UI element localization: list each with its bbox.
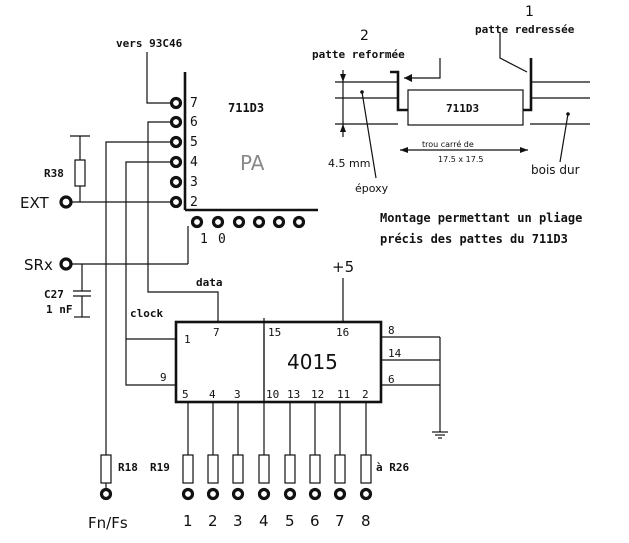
- pa-pin-label: 4: [190, 155, 198, 170]
- wire-data: [147, 121, 219, 322]
- r18-label: R18: [118, 461, 138, 474]
- data-label: data: [196, 276, 223, 289]
- r18-resistor: [100, 454, 112, 484]
- pa-pin-label: 3: [190, 175, 198, 190]
- wire-fn-fs: [105, 141, 172, 455]
- ext-label: EXT: [20, 194, 49, 212]
- r38-resistor: [70, 135, 90, 202]
- patte-reformee-label: patte reformée: [312, 48, 405, 61]
- output-number: 5: [285, 512, 295, 530]
- output-number: 8: [361, 512, 371, 530]
- pa-bottom-pin-label: 0: [218, 232, 226, 247]
- c27-label: C27: [44, 288, 64, 301]
- ic-pin-label: 1: [184, 333, 191, 346]
- pad: [272, 215, 286, 229]
- bois-dur-label: bois dur: [531, 163, 580, 177]
- ic-pin-label: 3: [234, 388, 241, 401]
- ic-pin-label: 13: [287, 388, 300, 401]
- pa-pin-label: 2: [190, 195, 198, 210]
- ic-pin-label: 7: [213, 326, 220, 339]
- pad: [252, 215, 266, 229]
- mounting-detail: 2 patte reformée 1 patte redressée 711D3…: [312, 4, 590, 246]
- srx-label: SRx: [24, 256, 53, 274]
- output-number: 1: [183, 512, 193, 530]
- pa-pin6-pad: [169, 115, 183, 129]
- pa-pin-label: 6: [190, 115, 198, 130]
- pad: [292, 215, 306, 229]
- pa-pin-label: 5: [190, 135, 198, 150]
- trou-label: trou carré de: [422, 139, 474, 149]
- vers-93c46-label: vers 93C46: [116, 37, 183, 50]
- pa-bottom-pin-label: 1: [200, 232, 208, 247]
- fn-fs-terminal: [99, 487, 113, 501]
- ic-pin-label: 2: [362, 388, 369, 401]
- ic-pin-label: 16: [336, 326, 349, 339]
- ic-pin-label: 14: [388, 347, 402, 360]
- pa-pin0-pad: [211, 215, 225, 229]
- pa-pin2-pad: [169, 195, 183, 209]
- r38-label: R38: [44, 167, 64, 180]
- pa-pin5-pad: [169, 135, 183, 149]
- output-number: 4: [259, 512, 269, 530]
- srx-terminal: [59, 257, 73, 271]
- connector-chip-label: 711D3: [228, 101, 264, 115]
- thickness-label: 4.5 mm: [328, 157, 370, 170]
- fn-fs-label: Fn/Fs: [88, 514, 128, 532]
- detail-number-1: 1: [525, 4, 534, 20]
- ic-pin-label: 11: [337, 388, 350, 401]
- output-resistors: [181, 402, 373, 501]
- pad: [232, 215, 246, 229]
- ic-body: [174, 320, 383, 404]
- wire-to-93c46: [146, 52, 172, 104]
- c27-value: 1 nF: [46, 303, 73, 316]
- pa-pin3-pad: [169, 175, 183, 189]
- caption-line1: Montage permettant un pliage: [380, 211, 582, 225]
- detail-number-2: 2: [360, 28, 369, 44]
- pa-pin1-pad: [190, 215, 204, 229]
- ic-pin-label: 4: [209, 388, 216, 401]
- epoxy-label: époxy: [355, 182, 389, 195]
- ic-pin-label: 15: [268, 326, 281, 339]
- ic-pin-label: 12: [311, 388, 324, 401]
- output-number: 7: [335, 512, 345, 530]
- ic-pin-label: 8: [388, 324, 395, 337]
- ic-4015: 4015 7 15 16 1 9 8 14 6 5 4 3 10 13 12 1…: [160, 320, 402, 404]
- pa-pin7-pad: [169, 96, 183, 110]
- supply-label: +5: [332, 258, 354, 276]
- r26-label: à R26: [376, 461, 409, 474]
- ic-name: 4015: [287, 350, 338, 374]
- ic-pin-label: 9: [160, 371, 167, 384]
- patte-redressee-label: patte redressée: [475, 23, 575, 36]
- clock-label: clock: [130, 307, 163, 320]
- ic-pin-label: 5: [182, 388, 189, 401]
- pa-pin4-pad: [169, 155, 183, 169]
- port-label: PA: [240, 151, 265, 175]
- detail-chip-label: 711D3: [446, 102, 479, 115]
- ic-pin-label: 6: [388, 373, 395, 386]
- pa-connector: 7 6 5 4 3 2 1 0 711D3 PA: [169, 72, 318, 247]
- ic-pin-label: 10: [266, 388, 279, 401]
- output-number: 3: [233, 512, 243, 530]
- wire-clock-9: [125, 161, 176, 386]
- caption-line2: précis des pattes du 711D3: [380, 232, 568, 246]
- ext-terminal: [59, 195, 73, 209]
- output-number: 6: [310, 512, 320, 530]
- c27-capacitor: [73, 264, 91, 318]
- r19-label: R19: [150, 461, 170, 474]
- pa-pin-label: 7: [190, 96, 198, 111]
- ground-net: [381, 336, 448, 439]
- trou-dimension: 17.5 x 17.5: [438, 155, 483, 164]
- output-number: 2: [208, 512, 218, 530]
